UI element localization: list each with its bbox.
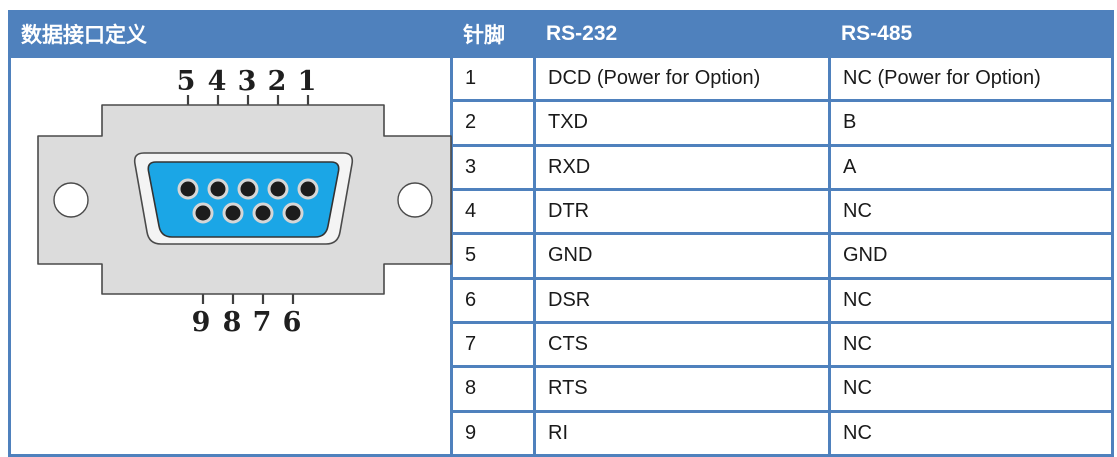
rs485-cell: GND [828,232,1114,280]
bottom-pin-row [192,202,304,224]
pin-number-cell: 7 [450,320,536,369]
rs232-cell: RXD [533,143,831,191]
db9-connector-diagram: 5 4 3 2 1 9 8 7 6 [37,66,452,338]
pin-label-9: 9 [192,307,211,338]
rs485-cell: NC [828,187,1114,236]
pin-number-cell: 3 [450,143,536,191]
pin-7 [252,202,274,224]
pin-label-7: 7 [253,307,272,338]
rs232-cell: DCD (Power for Option) [533,54,831,103]
pin-number-cell: 5 [450,232,536,280]
mounting-hole-left [53,182,89,218]
table-row: 4 DTR NC [10,187,1114,236]
table-title: 数据接口定义 [8,10,453,58]
rs232-cell: RTS [533,365,831,413]
pin-number-cell: 1 [450,54,536,103]
pin-number-cell: 4 [450,187,536,236]
pin-2 [267,178,289,200]
pin-label-3: 3 [238,66,257,97]
rs232-cell: DSR [533,276,831,324]
rs485-cell: B [828,99,1114,147]
rs232-cell: TXD [533,99,831,147]
col-header-rs485: RS-485 [828,10,1114,58]
rs485-cell: A [828,143,1114,191]
top-pin-row [177,178,319,200]
table-row: 2 TXD B [10,99,1114,147]
bottom-pin-labels: 9 8 7 6 [192,307,302,338]
table-row: 5 GND GND [10,232,1114,280]
pin-label-6: 6 [283,307,302,338]
table-row: 5 4 3 2 1 9 8 7 6 1 DCD (Power f [8,54,1114,457]
rs232-cell: RI [533,409,831,457]
rs485-cell: NC [828,365,1114,413]
col-header-pin: 针脚 [450,10,536,58]
rs485-cell: NC [828,409,1114,457]
pin-label-2: 2 [268,66,287,97]
pinout-table: 数据接口定义 针脚 RS-232 RS-485 [8,10,1114,457]
rs485-cell: NC (Power for Option) [828,54,1114,103]
pin-number-cell: 8 [450,365,536,413]
pin-9 [192,202,214,224]
rs485-cell: NC [828,320,1114,369]
pin-label-1: 1 [298,66,317,97]
rs485-cell: NC [828,276,1114,324]
pin-5 [177,178,199,200]
top-pin-labels: 5 4 3 2 1 [177,66,317,97]
pin-4 [207,178,229,200]
pin-label-5: 5 [177,66,196,97]
pin-number-cell: 9 [450,409,536,457]
rs232-cell: CTS [533,320,831,369]
table-row: 6 DSR NC [10,276,1114,324]
connector-diagram-cell: 5 4 3 2 1 9 8 7 6 [8,55,453,457]
mounting-hole-right [397,182,433,218]
pin-label-8: 8 [223,307,242,338]
pin-number-cell: 2 [450,99,536,147]
pin-6 [282,202,304,224]
dsub-face [147,161,340,238]
table-row: 7 CTS NC [10,320,1114,369]
header-row: 数据接口定义 针脚 RS-232 RS-485 [8,10,1114,58]
table-row: 3 RXD A [10,143,1114,191]
pin-3 [237,178,259,200]
pin-1 [297,178,319,200]
rs232-cell: DTR [533,187,831,236]
table-row: 8 RTS NC [10,365,1114,413]
table-row: 9 RI NC [10,409,1114,457]
rs232-cell: GND [533,232,831,280]
pin-label-4: 4 [208,66,227,97]
col-header-rs232: RS-232 [533,10,831,58]
pin-number-cell: 6 [450,276,536,324]
pin-8 [222,202,244,224]
